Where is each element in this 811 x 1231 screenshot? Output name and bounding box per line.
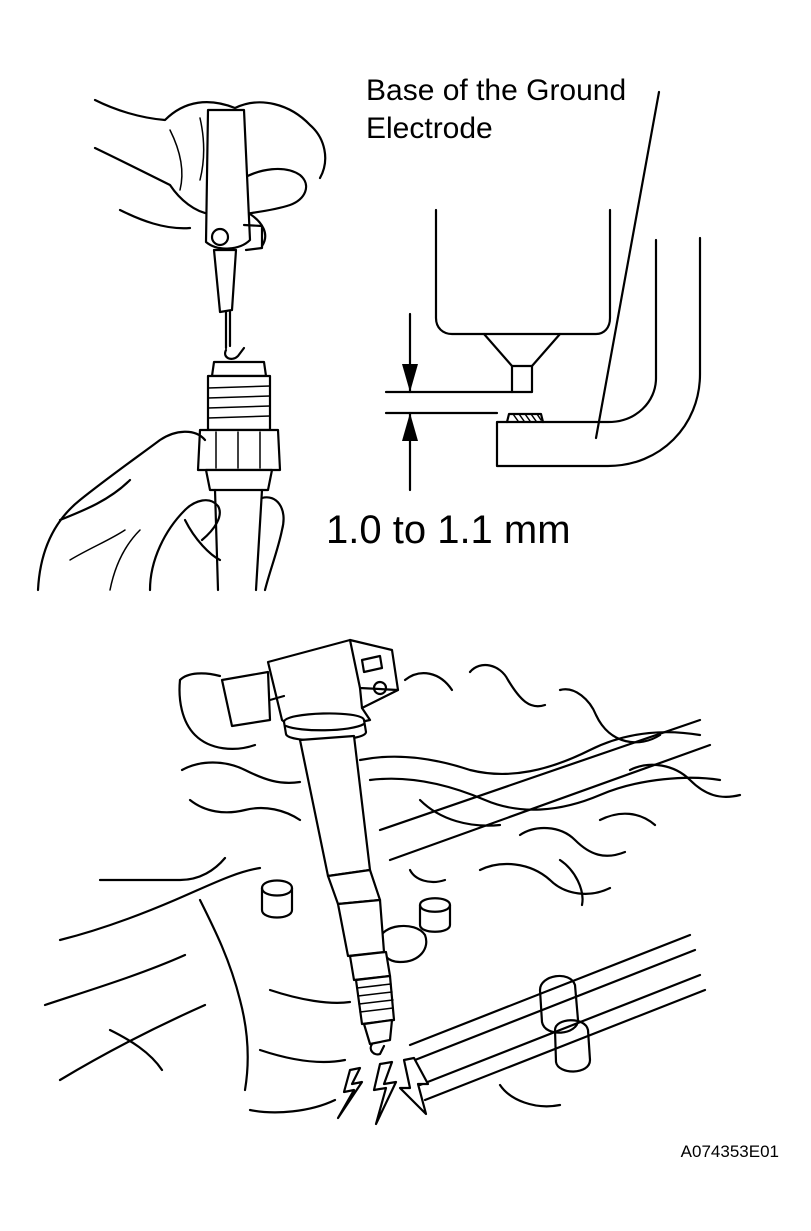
ignition-coil-with-spark-plug xyxy=(220,638,400,1056)
ground-electrode-label-line1: Base of the Ground xyxy=(366,74,627,107)
hands-holding-feeler-gauge xyxy=(36,98,327,592)
spark-plug-gap-detail xyxy=(384,90,702,492)
spark-icon xyxy=(336,1056,430,1126)
ground-electrode-label-line2: Electrode xyxy=(366,112,493,145)
gap-spec-label: 1.0 to 1.1 mm xyxy=(326,508,571,552)
engine-head xyxy=(43,663,742,1114)
ground-electrode-label: Base of the Ground Electrode xyxy=(366,72,626,148)
figure-code: A074353E01 xyxy=(680,1142,779,1161)
